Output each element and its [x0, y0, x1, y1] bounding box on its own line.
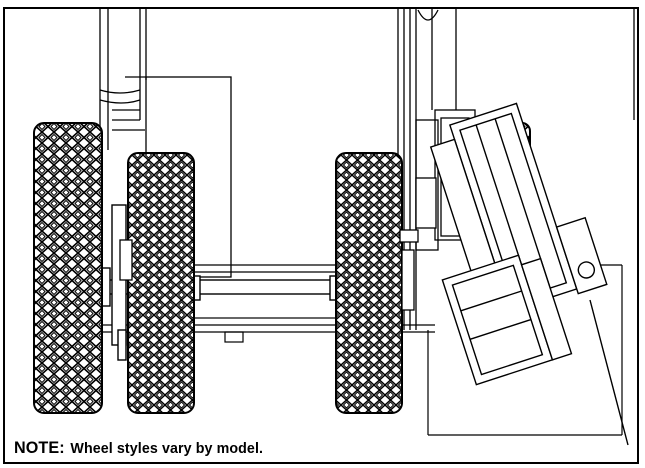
drive-motor-assembly [398, 94, 624, 384]
note-text: Wheel styles vary by model. [70, 440, 263, 457]
note-caption: NOTE: Wheel styles vary by model. [14, 438, 263, 458]
wheel-front-left [128, 153, 194, 413]
wheel-rear-left [34, 123, 102, 413]
note-label: NOTE: [14, 438, 65, 457]
wheel-front-right [336, 153, 402, 413]
